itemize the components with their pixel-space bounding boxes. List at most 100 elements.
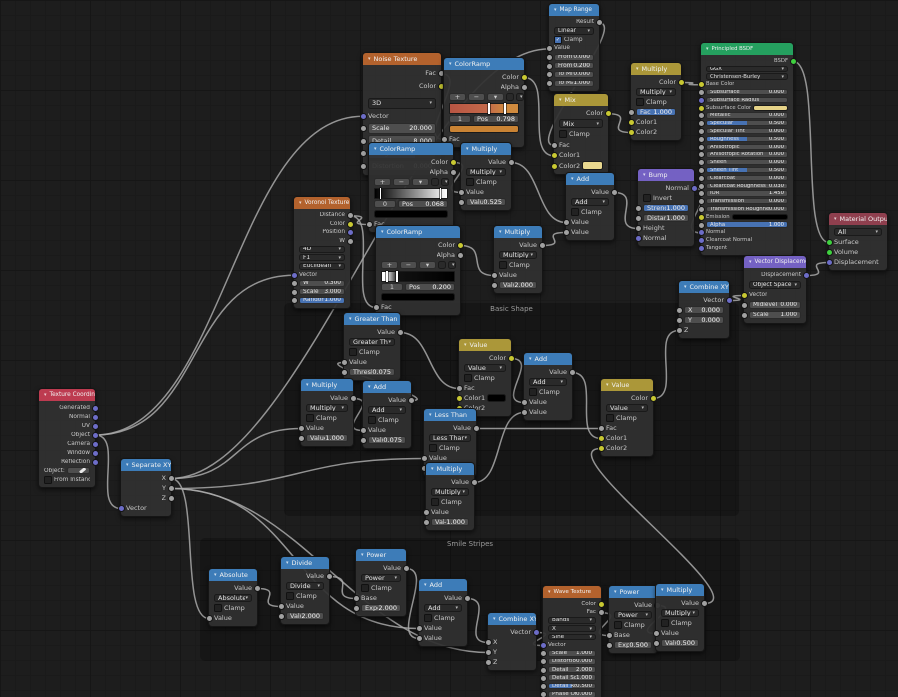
checkbox-clamp[interactable] — [361, 584, 369, 592]
node-wave[interactable]: ▾Wave TextureColorFacBands▾X▾Sine▾Vector… — [542, 585, 602, 697]
number-slider-threshold[interactable]: Threshold0.075 — [349, 368, 395, 377]
number-slider-scale[interactable]: Scale3.000 — [299, 288, 345, 295]
dropdown-3d[interactable]: 3D▾ — [368, 98, 436, 109]
node-voronoi[interactable]: ▾Voronoi TextureDistanceColorPositionW4D… — [293, 196, 351, 309]
color-mode-dropdown[interactable]: RGB — [431, 178, 439, 187]
socket-out-color[interactable] — [457, 242, 464, 249]
collapse-icon[interactable]: ▾ — [493, 616, 496, 622]
collapse-icon[interactable]: ▾ — [466, 146, 469, 152]
number-slider-scale[interactable]: Scale20.000 — [368, 123, 436, 134]
number-slider-subsurface-radius[interactable]: Subsurface Radius — [706, 97, 788, 103]
selected-stop-color-swatch[interactable] — [374, 210, 448, 219]
socket-in-x[interactable] — [485, 639, 492, 646]
number-slider-sheen[interactable]: Sheen0.000 — [706, 159, 788, 165]
collapse-icon[interactable]: ▾ — [368, 56, 371, 62]
socket-in-value[interactable] — [653, 640, 660, 647]
dropdown-ggx[interactable]: GGX▾ — [706, 66, 788, 72]
socket-in-value[interactable] — [521, 399, 528, 406]
collapse-icon[interactable]: ▾ — [571, 176, 574, 182]
socket-out-normal[interactable] — [691, 185, 698, 192]
collapse-icon[interactable]: ▾ — [834, 216, 837, 222]
collapse-icon[interactable]: ▾ — [636, 66, 639, 72]
socket-in-from-min[interactable] — [546, 54, 553, 61]
socket-in-scale[interactable] — [741, 312, 748, 319]
socket-out-fac[interactable] — [598, 609, 605, 616]
color-mode-dropdown[interactable]: RGB — [438, 261, 446, 270]
collapse-icon[interactable]: ▾ — [614, 589, 617, 595]
socket-out-value[interactable] — [701, 600, 708, 607]
add-stop-button[interactable]: + — [381, 261, 398, 270]
node-header-abs[interactable]: ▾Absolute — [209, 569, 257, 581]
node-cxyz2[interactable]: ▾Combine XYZVectorXYZ — [487, 612, 537, 671]
socket-in-fac[interactable] — [598, 425, 605, 432]
socket-in-color1[interactable] — [551, 152, 558, 159]
node-gt[interactable]: ▾Greater ThanValueGreater Than▾ClampValu… — [343, 312, 401, 381]
node-mixv1[interactable]: ▾ValueColorValue▾ClampFacColor1Color2 — [458, 338, 512, 417]
node-add1[interactable]: ▾AddValueAdd▾ClampValueValue — [565, 172, 615, 241]
dropdown-bands[interactable]: Bands▾ — [548, 617, 596, 624]
ramp-menu-button[interactable]: ▾ — [487, 93, 504, 102]
socket-in-value[interactable] — [563, 229, 570, 236]
socket-in-value[interactable] — [278, 613, 285, 620]
dropdown-f1[interactable]: F1▾ — [299, 254, 345, 261]
number-slider-distance[interactable]: Distance1.000 — [643, 214, 689, 223]
number-slider-metallic[interactable]: Metallic0.000 — [706, 112, 788, 118]
dropdown-add[interactable]: Add▾ — [529, 378, 567, 387]
socket-out-uv[interactable] — [92, 423, 99, 430]
node-abs[interactable]: ▾AbsoluteValueAbsolute▾ClampValue — [208, 568, 258, 627]
node-header-mix1[interactable]: ▾Mix — [554, 94, 608, 106]
socket-in-value[interactable] — [278, 603, 285, 610]
number-slider-transmission[interactable]: Transmission0.000 — [706, 198, 788, 204]
socket-in-detail[interactable] — [540, 667, 547, 674]
checkbox-clamp[interactable] — [606, 414, 614, 422]
number-slider-roughness[interactable]: Roughness0.500 — [706, 136, 788, 142]
collapse-icon[interactable]: ▾ — [214, 572, 217, 578]
socket-out-x[interactable] — [168, 475, 175, 482]
collapse-icon[interactable]: ▾ — [684, 284, 687, 290]
socket-in-distance[interactable] — [635, 215, 642, 222]
dropdown-object-space[interactable]: Object Space▾ — [749, 281, 801, 290]
number-slider-ior[interactable]: IOR1.450 — [706, 190, 788, 196]
number-slider-value[interactable]: Value0.525 — [466, 198, 506, 207]
dropdown-greater-than[interactable]: Greater Than▾ — [349, 338, 395, 347]
socket-in-value[interactable] — [360, 427, 367, 434]
stop-position-field[interactable]: Pos0.068 — [398, 200, 448, 209]
socket-out-alpha[interactable] — [457, 252, 464, 259]
delete-stop-button[interactable]: − — [468, 93, 485, 102]
node-texcoord[interactable]: ▾Texture CoordinateGeneratedNormalUVObje… — [38, 388, 96, 488]
socket-out-normal[interactable] — [92, 414, 99, 421]
checkbox-invert[interactable] — [643, 194, 651, 202]
node-mul5[interactable]: ▾MultiplyValueMultiply▾ClampValueValue-1… — [425, 462, 475, 531]
node-mul3[interactable]: ▾MultiplyValueMultiply▾ClampValueValue2.… — [493, 225, 543, 294]
socket-out-generated[interactable] — [92, 405, 99, 412]
node-header-maprange[interactable]: ▾Map Range — [549, 4, 599, 16]
number-slider-specular-tint[interactable]: Specular Tint0.000 — [706, 128, 788, 134]
number-slider-value[interactable]: Value-1.000 — [431, 518, 469, 527]
checkbox-clamp[interactable] — [429, 444, 437, 452]
checkbox-clamp[interactable] — [306, 414, 314, 422]
stop-index-field[interactable]: 1 — [381, 283, 403, 292]
node-mul1[interactable]: ▾MultiplyColorMultiply▾ClampFac1.000Colo… — [630, 62, 682, 141]
dropdown-multiply[interactable]: Multiply▾ — [466, 168, 506, 177]
node-header-add1[interactable]: ▾Add — [566, 173, 614, 185]
socket-in-from-max[interactable] — [546, 63, 553, 70]
selected-stop-color-swatch[interactable] — [449, 125, 519, 134]
dropdown-power[interactable]: Power▾ — [614, 611, 652, 620]
number-slider-from-max[interactable]: From Max0.200 — [554, 62, 594, 69]
socket-in-to-max[interactable] — [546, 80, 553, 87]
collapse-icon[interactable]: ▾ — [449, 61, 452, 67]
socket-in-value[interactable] — [521, 409, 528, 416]
socket-in-value[interactable] — [416, 635, 423, 642]
number-slider-x[interactable]: X0.000 — [684, 306, 724, 315]
ramp-stop-marker[interactable] — [504, 103, 506, 114]
dropdown-add[interactable]: Add▾ — [368, 406, 406, 415]
node-mixv2[interactable]: ▾ValueColorValue▾ClampFacColor1Color2 — [600, 378, 654, 457]
dropdown-value[interactable]: Value▾ — [464, 364, 506, 373]
socket-in-vector[interactable] — [291, 272, 298, 279]
delete-stop-button[interactable]: − — [400, 261, 417, 270]
socket-out-value[interactable] — [254, 585, 261, 592]
socket-in-fac[interactable] — [628, 109, 635, 116]
checkbox-clamp[interactable] — [499, 261, 507, 269]
node-header-add2[interactable]: ▾Add — [524, 353, 572, 365]
